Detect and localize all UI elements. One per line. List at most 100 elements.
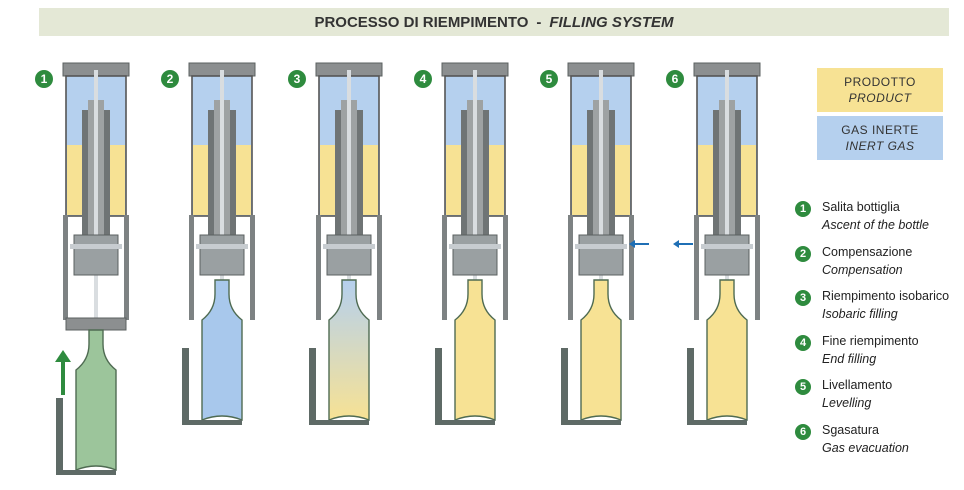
step-label: Fine riempimento	[822, 333, 919, 348]
legend-product-label: PRODOTTO	[844, 75, 916, 89]
gas-channel	[70, 244, 122, 249]
step-label: Compensazione	[822, 244, 913, 259]
step-badge-circle	[540, 70, 558, 88]
lift-platform	[687, 420, 747, 425]
step-label: Livellamento	[822, 378, 893, 392]
bottle	[75, 329, 117, 472]
lower-block	[704, 234, 750, 276]
bottle	[580, 279, 622, 422]
vent-tube	[94, 70, 98, 325]
side-rod-right	[124, 215, 129, 320]
step-item-6: 6 Sgasatura Gas evacuation	[795, 423, 960, 468]
vent-tube	[599, 70, 603, 305]
vent-tube	[725, 70, 729, 305]
filling-valve-4: 4	[414, 62, 509, 425]
title-english: FILLING SYSTEM	[549, 13, 674, 31]
side-rod-left	[442, 215, 447, 320]
step-item-1: 1 Salita bottiglia Ascent of the bottle	[795, 200, 960, 245]
lift-platform	[182, 420, 242, 425]
step-badge-number: 6	[672, 72, 679, 86]
gas-in-arrow-head	[629, 240, 635, 248]
step-list: 1 Salita bottiglia Ascent of the bottle …	[795, 200, 960, 467]
bottle	[328, 279, 370, 422]
legend-gas-label-en: INERT GAS	[845, 139, 915, 153]
step-badge-number: 1	[41, 72, 48, 86]
step-label-en: Gas evacuation	[822, 440, 909, 455]
side-rod-left	[189, 215, 194, 320]
lift-platform	[56, 470, 116, 475]
filling-valve-6: 6	[666, 62, 761, 425]
lift-column	[309, 348, 316, 423]
step-label-en: End filling	[822, 351, 877, 366]
lift-column	[561, 348, 568, 423]
step-item-5: 5 Livellamento Levelling	[795, 378, 960, 423]
lower-block	[452, 234, 498, 276]
side-rod-right	[377, 215, 382, 320]
legend-product: PRODOTTO PRODUCT	[817, 68, 943, 112]
gas-out-arrow-head	[673, 240, 679, 248]
gas-channel	[196, 244, 248, 249]
gas-channel	[575, 244, 627, 249]
step-item-2: 2 Compensazione Compensation	[795, 245, 960, 290]
bottle	[706, 279, 748, 422]
step-badge-circle	[35, 70, 53, 88]
lower-block	[199, 234, 245, 276]
filling-valve-3: 3	[288, 62, 383, 425]
step-badge-number: 2	[167, 72, 174, 86]
step-item-3: 3 Riempimento isobarico Isobaric filling	[795, 289, 960, 334]
side-rod-left	[694, 215, 699, 320]
step-badge: 1	[795, 201, 811, 217]
filling-valve-5: 5	[540, 62, 649, 425]
ascent-arrow-head	[55, 350, 71, 362]
side-rod-right	[755, 215, 760, 320]
step-badge: 4	[795, 334, 811, 351]
bottle	[201, 279, 243, 422]
step-label: Salita bottiglia	[822, 200, 900, 214]
step-label-en: Isobaric filling	[822, 307, 898, 321]
legend-gas-label: GAS INERTE	[841, 123, 919, 137]
lower-block	[73, 234, 119, 276]
title-separator: -	[536, 13, 542, 31]
vent-tube	[220, 70, 224, 305]
step-badge: 2	[795, 245, 811, 262]
lift-platform	[561, 420, 621, 425]
side-rod-right	[250, 215, 255, 320]
step-label: Sgasatura	[822, 422, 879, 437]
vent-tube	[347, 70, 351, 305]
side-rod-left	[316, 215, 321, 320]
lift-platform	[435, 420, 495, 425]
side-rod-right	[629, 215, 634, 320]
title-italian: PROCESSO DI RIEMPIMENTO	[314, 13, 529, 31]
step-badge-number: 3	[294, 72, 301, 86]
side-rod-right	[503, 215, 508, 320]
title-bar: PROCESSO DI RIEMPIMENTO - FILLING SYSTEM	[39, 8, 949, 36]
step-badge: 3	[795, 290, 811, 306]
step-badge-circle	[288, 70, 306, 88]
legend-inert-gas: GAS INERTE INERT GAS	[817, 116, 943, 160]
step-label-en: Compensation	[822, 262, 903, 277]
vent-tube	[473, 70, 477, 305]
lower-block	[578, 234, 624, 276]
step-badge-number: 5	[546, 72, 553, 86]
step-label: Riempimento isobarico	[822, 289, 950, 303]
lift-column	[435, 348, 442, 423]
filling-diagram: 1 2 3 4 5 6	[35, 62, 761, 475]
step-badge: 6	[795, 423, 811, 440]
step-label-en: Levelling	[822, 396, 872, 410]
side-rod-left	[568, 215, 573, 320]
lift-column	[56, 398, 63, 473]
step-badge: 5	[795, 379, 811, 395]
legend-product-label-en: PRODUCT	[848, 91, 912, 105]
bottle	[454, 279, 496, 422]
step-badge-number: 4	[420, 72, 427, 86]
lift-column	[687, 348, 694, 423]
gas-channel	[701, 244, 753, 249]
step-badge-circle	[414, 70, 432, 88]
gas-channel	[449, 244, 501, 249]
lower-block	[326, 234, 372, 276]
lift-column	[182, 348, 189, 423]
step-badge-circle	[161, 70, 179, 88]
lift-platform	[309, 420, 369, 425]
step-label-en: Ascent of the bottle	[822, 218, 930, 232]
step-badge-circle	[666, 70, 684, 88]
